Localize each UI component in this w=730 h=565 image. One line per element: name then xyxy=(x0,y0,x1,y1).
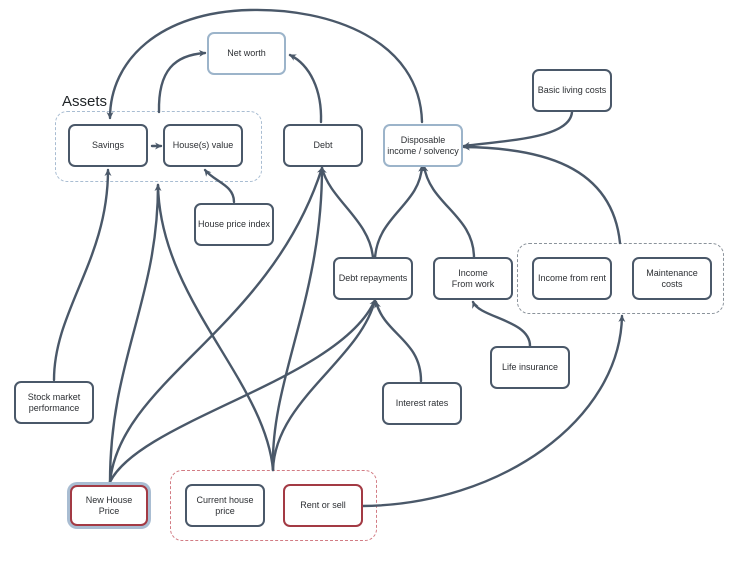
node-debt[interactable]: Debt xyxy=(283,124,363,167)
edge-hpi-to-house xyxy=(203,168,236,204)
assets-group-label: Assets xyxy=(62,93,108,110)
edge-decision-to-debt xyxy=(271,166,324,472)
edge-rentsell-to-rentgroup xyxy=(360,314,626,508)
edge-repay-to-debt xyxy=(320,166,375,260)
node-debt-repayments[interactable]: Debt repayments xyxy=(333,257,413,300)
edge-newhouse-to-debt xyxy=(108,166,324,484)
node-disposable-income[interactable]: Disposable income / solvency xyxy=(383,124,463,167)
edge-debt-to-networth xyxy=(288,53,323,124)
edge-repay-to-disposable xyxy=(373,164,426,260)
node-house-value[interactable]: House(s) value xyxy=(163,124,243,167)
node-net-worth[interactable]: Net worth xyxy=(207,32,286,75)
node-stock-market[interactable]: Stock market performance xyxy=(14,381,94,424)
node-income-from-work[interactable]: Income From work xyxy=(433,257,513,300)
edge-disposable-to-savings xyxy=(106,8,424,124)
node-interest-rates[interactable]: Interest rates xyxy=(382,382,462,425)
edge-insurance-to-work xyxy=(471,300,532,348)
edge-house-to-networth xyxy=(157,49,207,114)
node-savings[interactable]: Savings xyxy=(68,124,148,167)
node-current-house-price[interactable]: Current house price xyxy=(185,484,265,527)
edge-work-to-disposable xyxy=(421,164,476,260)
edge-rentgroup-to-disposable xyxy=(462,143,622,245)
node-rent-or-sell[interactable]: Rent or sell xyxy=(283,484,363,527)
edge-decision-to-housevalue xyxy=(156,183,275,472)
node-income-from-rent[interactable]: Income from rent xyxy=(532,257,612,300)
edge-decision-to-repay xyxy=(271,298,377,472)
node-new-house-price[interactable]: New House Price xyxy=(70,485,148,526)
node-basic-living-costs[interactable]: Basic living costs xyxy=(532,69,612,112)
node-house-price-index[interactable]: House price index xyxy=(194,203,274,246)
node-life-insurance[interactable]: Life insurance xyxy=(490,346,570,389)
edge-interest-to-repay xyxy=(374,300,423,383)
edge-newhouse-to-repay xyxy=(108,298,377,484)
edge-stock-to-savings xyxy=(52,168,112,382)
edge-living-to-disposable xyxy=(462,110,574,149)
node-maintenance-costs[interactable]: Maintenance costs xyxy=(632,257,712,300)
edge-newhouse-to-housevalue xyxy=(108,183,162,484)
